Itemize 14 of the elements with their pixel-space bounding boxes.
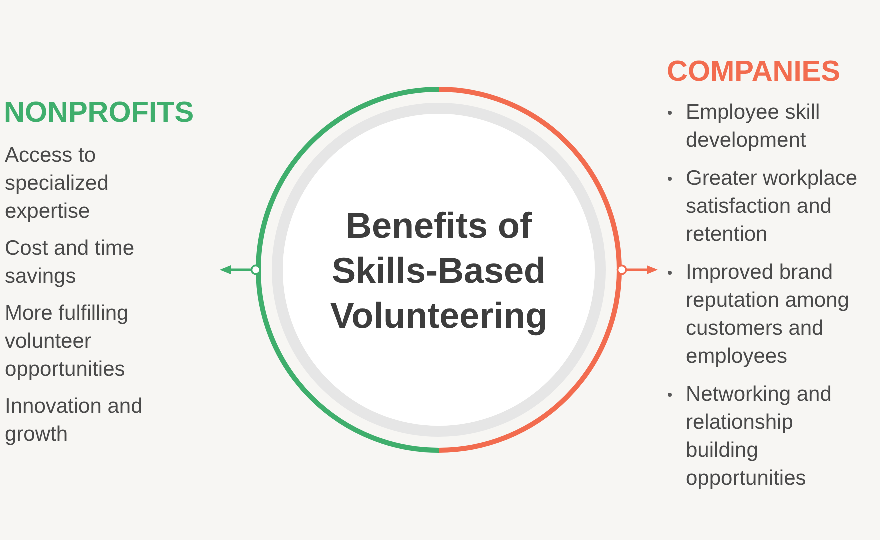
benefit-text: Networking and relationship building opportunities [686,382,833,492]
hub-title: Benefits of Skills-Based Volunteering [329,204,549,338]
group-heading: NONPROFITS [4,96,194,130]
benefit-text: More fulfilling volunteer opportunities [5,301,130,383]
group-heading: COMPANIES [667,55,840,89]
hub-circle [256,87,622,453]
benefit-text: Improved brand reputation among customers and employees [686,260,850,370]
benefit-text: Cost and time savings [5,236,136,290]
benefit-text: Greater workplace satisfaction and retention [686,166,859,248]
benefit-text: Access to specialized expertise [5,143,110,225]
arrow [616,264,658,276]
benefit-text: Innovation and growth [5,394,144,448]
arrow [220,264,262,276]
benefit-text: Employee skill development [686,100,822,154]
